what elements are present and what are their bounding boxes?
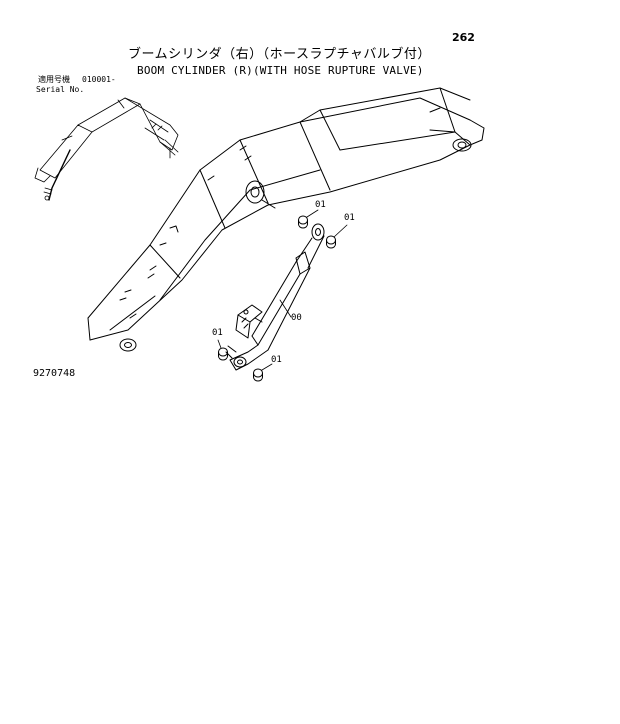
callout-pin-01-lower-left: 01 [212, 328, 223, 338]
serial-label-japanese: 適用号機 [38, 75, 70, 84]
callout-pin-01-upper-right: 01 [344, 213, 355, 223]
boom-body [87, 87, 485, 352]
callout-cylinder-00: 00 [291, 313, 302, 323]
page-number: 262 [452, 31, 475, 44]
callout-pin-01-upper-left: 01 [315, 200, 326, 210]
boom-cylinder [225, 223, 325, 371]
overview-sketch [34, 97, 179, 201]
callout-pin-01-lower-right: 01 [271, 355, 282, 365]
title-japanese: ブームシリンダ（右）（ホースラプチャバルブ付） [128, 47, 431, 62]
serial-label-english: Serial No. [36, 85, 85, 94]
serial-value: 010001- [82, 75, 116, 84]
figure-number: 9270748 [33, 368, 76, 379]
pin-bushings [218, 215, 336, 382]
title-english: BOOM CYLINDER (R)(WITH HOSE RUPTURE VALV… [137, 64, 424, 77]
callout-leaders [217, 209, 348, 371]
